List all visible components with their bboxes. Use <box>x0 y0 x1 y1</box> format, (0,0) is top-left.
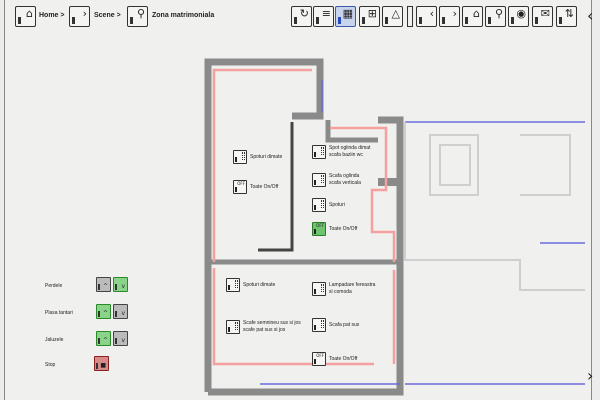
toolbar-button-search[interactable]: ⚲ <box>485 6 506 27</box>
search-icon: ⚲ <box>136 7 145 20</box>
light-control-button[interactable] <box>312 173 326 187</box>
stop-button[interactable]: ■ <box>94 356 109 371</box>
toolbar-button-list[interactable]: ≡ <box>313 6 334 27</box>
search-icon: ⚲ <box>494 7 503 20</box>
zone-button[interactable]: ⚲ <box>127 6 148 27</box>
light-control-button[interactable]: OFF <box>312 222 326 236</box>
toolbar-button-globe[interactable]: ◉ <box>508 6 529 27</box>
light-control-label: Spoturi dimate <box>250 154 283 160</box>
toolbar-divider <box>407 6 413 27</box>
wall <box>325 120 378 143</box>
toolbar-button-back[interactable]: ‹ <box>416 6 437 27</box>
faded-wall <box>439 144 471 186</box>
light-control-label: Scafa pat sus <box>329 322 360 328</box>
blind-up-button[interactable]: ^ <box>96 277 111 292</box>
toolbar-button-grid[interactable]: ⊞ <box>359 6 380 27</box>
sort-icon: ⇅ <box>564 7 574 20</box>
blind-label: Jaluzele <box>45 337 64 343</box>
collapse-chevron-icon[interactable]: ‹ <box>587 6 594 25</box>
dimmer-icon <box>321 147 324 155</box>
light-control-button[interactable] <box>312 318 326 332</box>
toolbar-button-forward[interactable]: › <box>439 6 460 27</box>
arrow-up-icon: ^ <box>102 283 108 290</box>
arrow-up-icon: ^ <box>102 337 108 344</box>
mail-icon: ✉ <box>540 7 550 20</box>
dimmer-icon <box>235 280 238 288</box>
faded-wall <box>429 134 479 196</box>
light-control-button[interactable] <box>312 198 326 212</box>
light-control-button[interactable] <box>312 282 326 296</box>
breadcrumb-scene[interactable]: Scene > <box>94 12 121 19</box>
light-control-button[interactable]: OFF <box>233 180 247 194</box>
toolbar-button-floorplan[interactable]: ▦ <box>335 6 356 27</box>
chevron-right-icon: › <box>82 7 87 20</box>
globe-icon: ◉ <box>516 7 526 20</box>
scene-button[interactable]: › <box>69 6 90 27</box>
dimmer-icon <box>321 320 324 328</box>
light-control-button[interactable]: OFF <box>312 352 326 366</box>
off-label: OFF <box>316 223 324 228</box>
blind-label: Perdele <box>45 283 63 289</box>
light-control-label: Lampadare fereastra si comoda <box>329 282 376 295</box>
off-label: OFF <box>237 181 245 186</box>
toolbar-button-mail[interactable]: ✉ <box>532 6 553 27</box>
toolbar-button-home[interactable]: ⌂ <box>462 6 483 27</box>
light-control-label: Toate On/Off <box>250 184 279 190</box>
stop-label: Stop <box>45 362 56 368</box>
off-label: OFF <box>316 353 324 358</box>
light-control-button[interactable] <box>226 278 240 292</box>
light-control-label: Spot oglinda dimat scafa baziin wc <box>329 145 371 158</box>
blind-down-button[interactable]: v <box>113 304 128 319</box>
list-icon: ≡ <box>321 7 331 20</box>
floorplan-icon: ▦ <box>342 7 353 20</box>
light-control-label: Scafa oglinda scafa verticala <box>329 173 361 186</box>
light-control-label: Scafe semnineu sus si jos scafe pat sus … <box>243 320 301 333</box>
blind-label: Plasa tantari <box>45 310 73 316</box>
light-control-label: Spoturi dimate <box>243 282 276 288</box>
toolbar-button-refresh[interactable]: ↻ <box>291 6 312 27</box>
wall <box>258 122 294 252</box>
warning-icon: △ <box>391 7 400 20</box>
refresh-icon: ↻ <box>299 7 309 20</box>
light-control-button[interactable] <box>226 320 240 334</box>
dimmer-icon <box>321 200 324 208</box>
faded-wall <box>404 122 585 291</box>
home-button[interactable]: ⌂ <box>15 6 36 27</box>
light-control-label: Spoturi <box>329 202 345 208</box>
breadcrumb-zone: Zona matrimoniala <box>152 12 215 19</box>
toolbar-button-warning[interactable]: △ <box>382 6 403 27</box>
forward-icon: › <box>452 7 457 20</box>
back-icon: ‹ <box>429 7 434 20</box>
dimmer-icon <box>321 284 324 292</box>
home-icon: ⌂ <box>26 7 33 20</box>
dimmer-icon <box>242 152 245 160</box>
highlight-line <box>330 126 396 262</box>
wall <box>204 58 324 392</box>
arrow-down-icon: v <box>121 310 125 317</box>
arrow-up-icon: ^ <box>102 310 108 317</box>
breadcrumb-home[interactable]: Home > <box>39 12 65 19</box>
faded-wall <box>520 134 571 196</box>
blind-down-button[interactable]: v <box>113 277 128 292</box>
light-control-label: Toate On/Off <box>329 226 358 232</box>
arrow-down-icon: v <box>121 283 125 290</box>
light-control-button[interactable] <box>312 145 326 159</box>
dimmer-icon <box>235 322 238 330</box>
blind-down-button[interactable]: v <box>113 331 128 346</box>
expand-chevron-icon[interactable]: › <box>587 366 594 385</box>
blind-up-button[interactable]: ^ <box>96 331 111 346</box>
blind-up-button[interactable]: ^ <box>96 304 111 319</box>
arrow-down-icon: v <box>121 337 125 344</box>
wall <box>208 116 404 396</box>
light-control-button[interactable] <box>233 150 247 164</box>
highlight-line <box>212 68 312 262</box>
home-icon: ⌂ <box>473 7 480 20</box>
dimmer-icon <box>321 175 324 183</box>
toolbar-button-sort[interactable]: ⇅ <box>556 6 577 27</box>
grid-icon: ⊞ <box>367 7 377 20</box>
stop-icon: ■ <box>100 362 106 369</box>
light-control-label: Toate On/Off <box>329 356 358 362</box>
